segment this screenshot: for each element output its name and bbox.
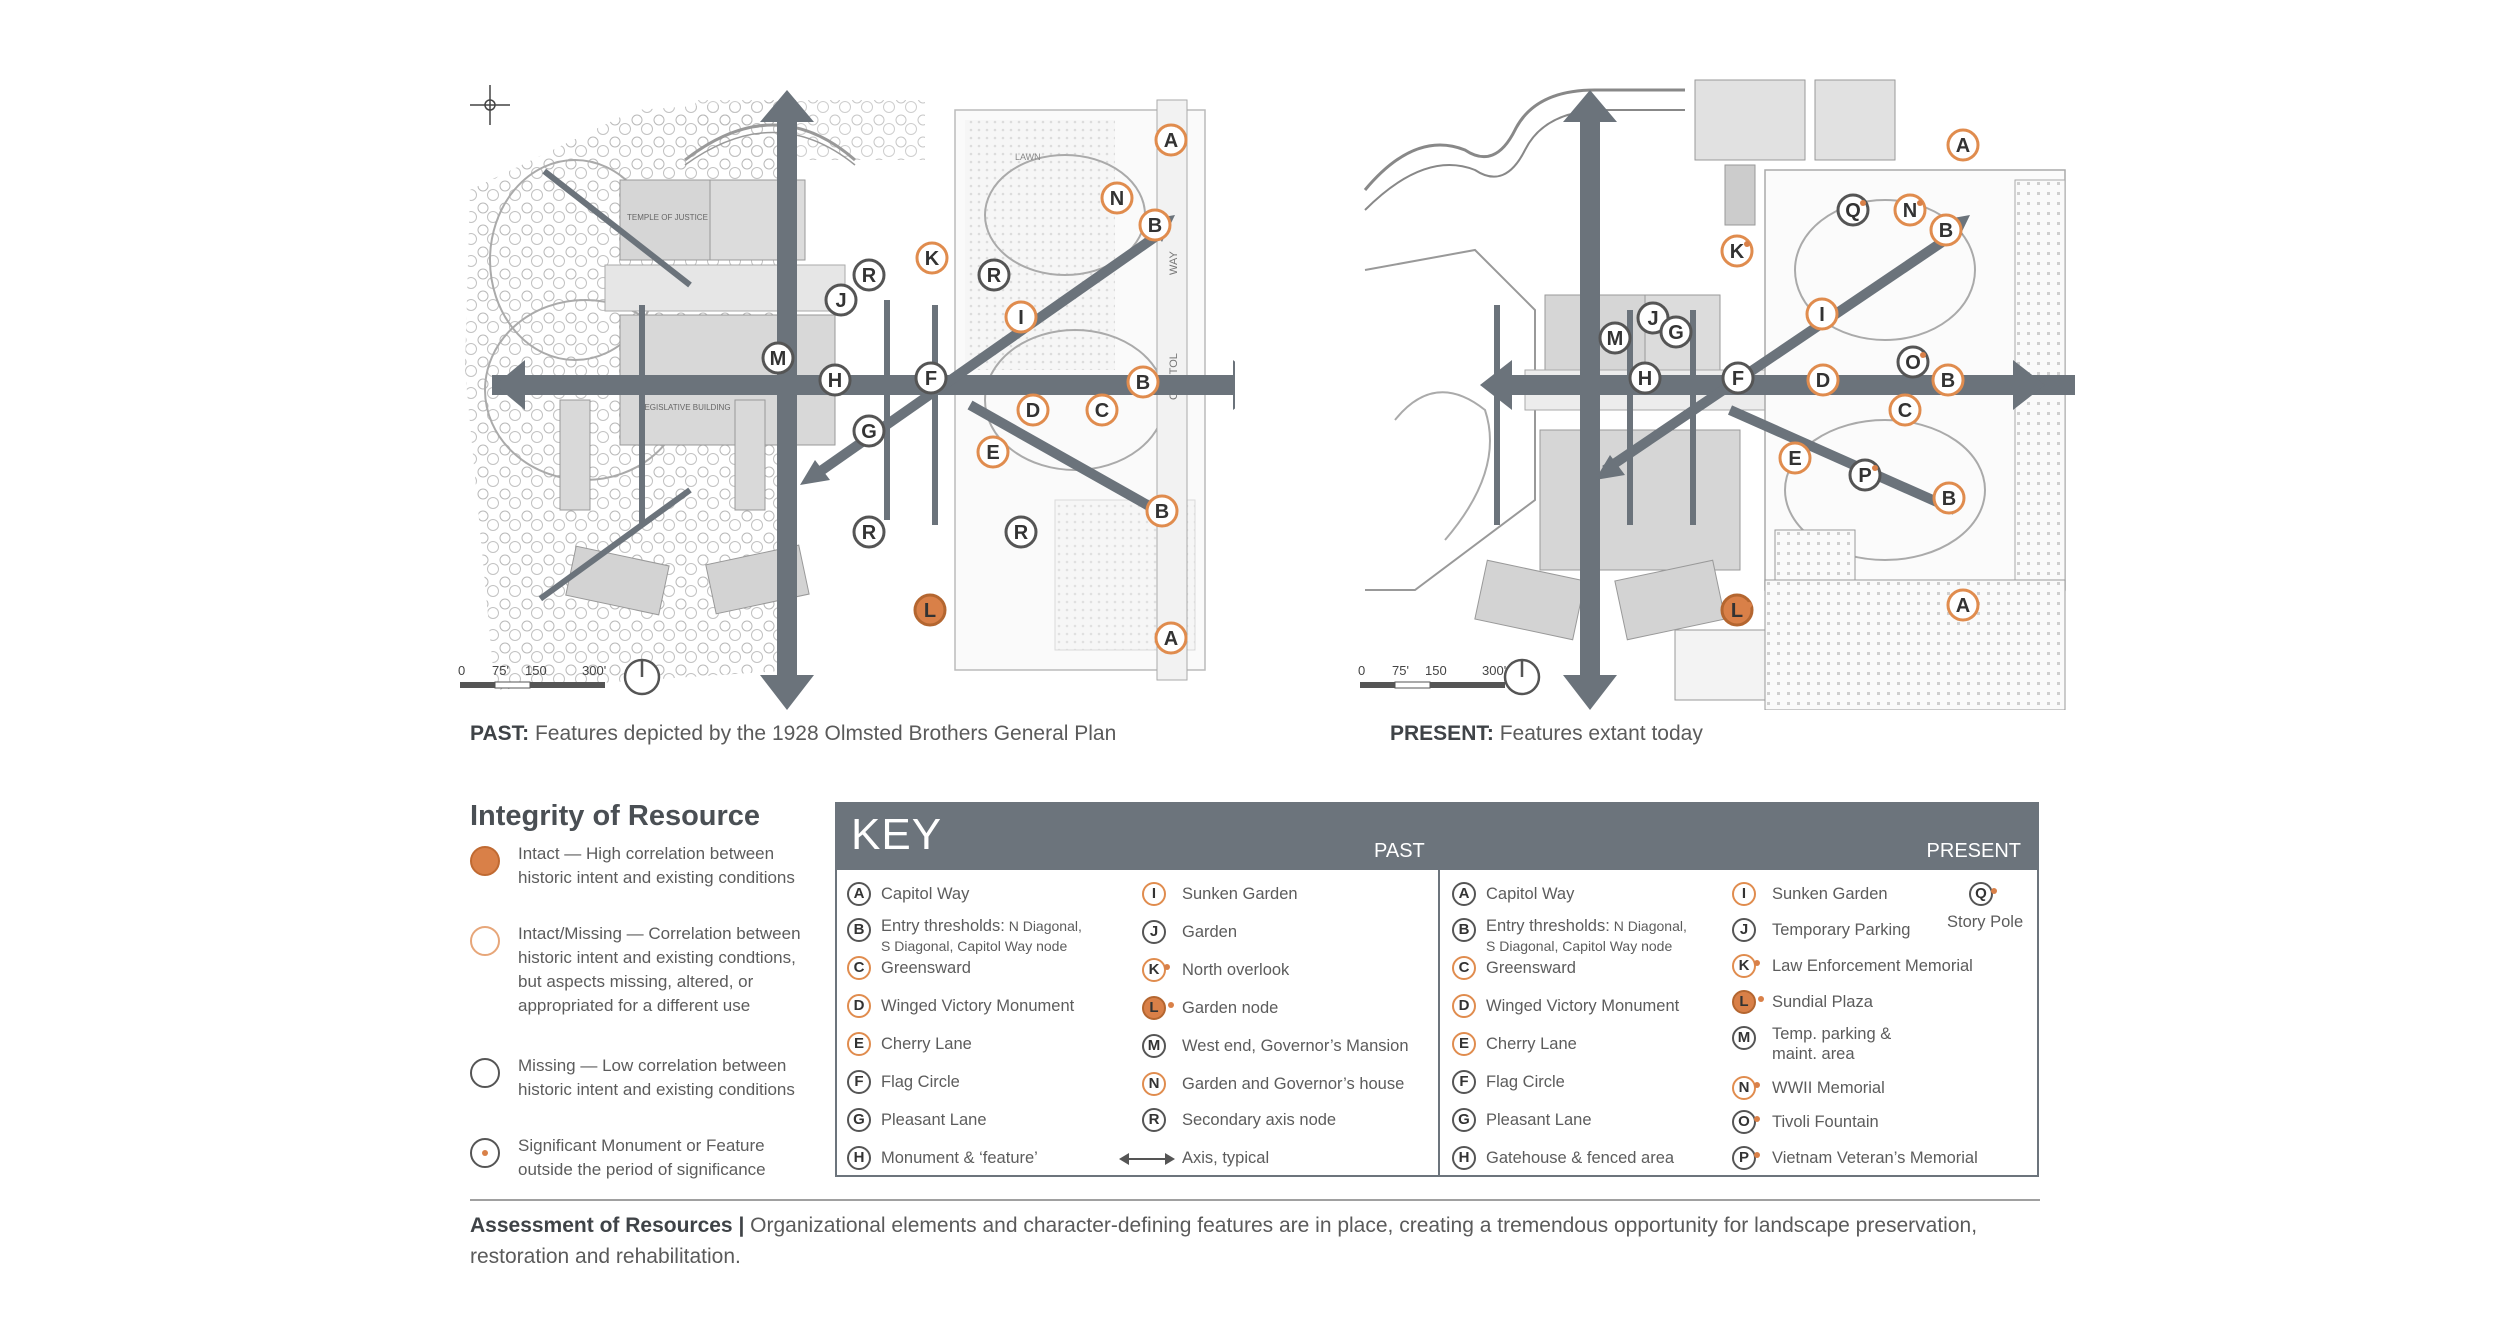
- integrity-intact-missing-text: Intact/Missing — Correlation between his…: [518, 924, 801, 1015]
- map-text-legislative: LEGISLATIVE BUILDING: [640, 403, 731, 412]
- integrity-significant-text: Significant Monument or Feature outside …: [518, 1136, 766, 1179]
- key-present-label: PRESENT: [1926, 840, 2021, 862]
- svg-text:N: N: [1110, 188, 1124, 210]
- svg-text:L: L: [924, 600, 936, 622]
- svg-text:G: G: [1668, 322, 1684, 344]
- svg-text:R: R: [1014, 522, 1029, 544]
- present-map: 0 75' 150 300' A A B B B Q N O C P D E I…: [1355, 70, 2075, 710]
- svg-text:M: M: [770, 348, 787, 370]
- svg-text:0: 0: [458, 663, 465, 678]
- svg-text:300': 300': [1482, 663, 1506, 678]
- svg-text:E: E: [986, 442, 999, 464]
- key-item: Q Story Pole: [1947, 880, 2037, 940]
- svg-text:75': 75': [492, 663, 509, 678]
- svg-text:H: H: [828, 370, 842, 392]
- svg-text:R: R: [862, 522, 877, 544]
- svg-text:J: J: [1647, 308, 1658, 330]
- svg-text:H: H: [1638, 368, 1652, 390]
- svg-text:B: B: [1941, 370, 1955, 392]
- svg-text:Q: Q: [1845, 200, 1861, 222]
- key-header: KEY PAST PRESENT: [837, 804, 2037, 870]
- present-caption-label: PRESENT:: [1390, 722, 1494, 745]
- past-map: CAPITOL WAY LAWN TEMPLE OF JUSTICE LEGIS…: [455, 70, 1235, 710]
- svg-text:J: J: [835, 290, 846, 312]
- svg-text:B: B: [1155, 501, 1169, 523]
- past-caption-label: PAST:: [470, 722, 530, 745]
- scale-bar: 0 75' 150 300': [458, 663, 606, 689]
- present-caption-text: Features extant today: [1493, 722, 1703, 745]
- assessment-text: Assessment of Resources | Organizational…: [470, 1210, 2040, 1272]
- svg-text:O: O: [1905, 352, 1921, 374]
- svg-text:F: F: [1732, 368, 1744, 390]
- svg-text:L: L: [1731, 600, 1743, 622]
- past-map-markers: A A B B B N C D E I K R R R R J M H F G …: [761, 123, 1188, 655]
- integrity-missing-text: Missing — Low correlation between histor…: [518, 1056, 795, 1099]
- svg-text:150: 150: [1425, 663, 1447, 678]
- svg-text:75': 75': [1392, 663, 1409, 678]
- svg-text:D: D: [1816, 370, 1830, 392]
- intact-icon: [470, 846, 500, 876]
- integrity-title: Integrity of Resource: [470, 800, 761, 832]
- svg-text:300': 300': [582, 663, 606, 678]
- assessment-body: Organizational elements and character-de…: [470, 1214, 1978, 1268]
- svg-text:N: N: [1903, 200, 1917, 222]
- past-caption-text: Features depicted by the 1928 Olmsted Br…: [529, 722, 1117, 745]
- key-divider: [1438, 870, 1440, 1176]
- key-title: KEY: [851, 810, 943, 859]
- missing-icon: [470, 1058, 500, 1088]
- svg-text:E: E: [1788, 448, 1801, 470]
- svg-text:F: F: [925, 368, 937, 390]
- map-text-lawn: LAWN: [1015, 152, 1041, 162]
- svg-text:0: 0: [1358, 663, 1365, 678]
- north-arrow-icon: [1503, 658, 1541, 696]
- svg-text:D: D: [1026, 400, 1040, 422]
- svg-text:B: B: [1942, 488, 1956, 510]
- svg-text:C: C: [1095, 400, 1109, 422]
- svg-text:M: M: [1607, 328, 1624, 350]
- footer-divider: [470, 1199, 2040, 1201]
- scale-bar: 0 75' 150 300': [1358, 663, 1506, 689]
- svg-text:I: I: [1819, 304, 1825, 326]
- present-map-markers: A A B B B Q N O C P D E I K J G M H F L: [1598, 128, 1980, 627]
- map-text-way: WAY: [1168, 251, 1180, 275]
- assessment-label: Assessment of Resources |: [470, 1214, 745, 1237]
- map-text-temple: TEMPLE OF JUSTICE: [627, 213, 708, 222]
- svg-text:G: G: [861, 421, 877, 443]
- svg-text:C: C: [1898, 400, 1912, 422]
- svg-text:150: 150: [525, 663, 547, 678]
- axis-arrow-icon: [1119, 1153, 1175, 1165]
- svg-text:B: B: [1939, 220, 1953, 242]
- svg-text:K: K: [925, 248, 940, 270]
- key-past-label: PAST: [1374, 840, 1425, 862]
- north-arrow-icon: [623, 658, 661, 696]
- significant-icon: [470, 1138, 500, 1168]
- svg-text:B: B: [1148, 215, 1162, 237]
- present-caption: PRESENT: Features extant today: [1390, 722, 1703, 746]
- svg-text:R: R: [987, 265, 1002, 287]
- past-caption: PAST: Features depicted by the 1928 Olms…: [470, 722, 1116, 746]
- svg-text:A: A: [1956, 135, 1970, 157]
- svg-text:P: P: [1858, 465, 1871, 487]
- intact-missing-icon: [470, 926, 500, 956]
- svg-text:A: A: [1164, 130, 1178, 152]
- svg-text:I: I: [1018, 307, 1024, 329]
- svg-text:R: R: [862, 265, 877, 287]
- compass-icon: [470, 85, 510, 125]
- svg-text:B: B: [1136, 372, 1150, 394]
- svg-text:A: A: [1164, 628, 1178, 650]
- svg-text:K: K: [1730, 241, 1745, 263]
- svg-text:A: A: [1956, 595, 1970, 617]
- integrity-intact-text: Intact — High correlation between histor…: [518, 844, 795, 887]
